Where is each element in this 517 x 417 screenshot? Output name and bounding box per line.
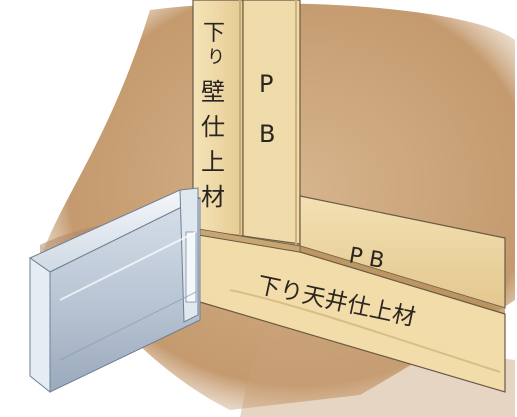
wall-finish-char: 壁 xyxy=(201,78,225,106)
wall-finish-char: 上 xyxy=(201,148,225,176)
wall-pb-char: P xyxy=(259,70,273,98)
metal-trim xyxy=(28,187,202,394)
wall-finish-char: 材 xyxy=(201,183,225,211)
wall-pb-char: B xyxy=(259,120,275,148)
ceiling-pb-board xyxy=(299,195,506,314)
ceiling-pb-label: P B xyxy=(347,243,386,274)
wall-finish-label: 下 り 壁 仕 上 材 xyxy=(201,21,225,211)
wall-finish-char: 仕 xyxy=(201,113,225,141)
wall-pb-label: P B xyxy=(259,70,275,148)
wall-finish-char: り xyxy=(207,47,225,68)
wall-finish-char: 下 xyxy=(203,21,225,46)
